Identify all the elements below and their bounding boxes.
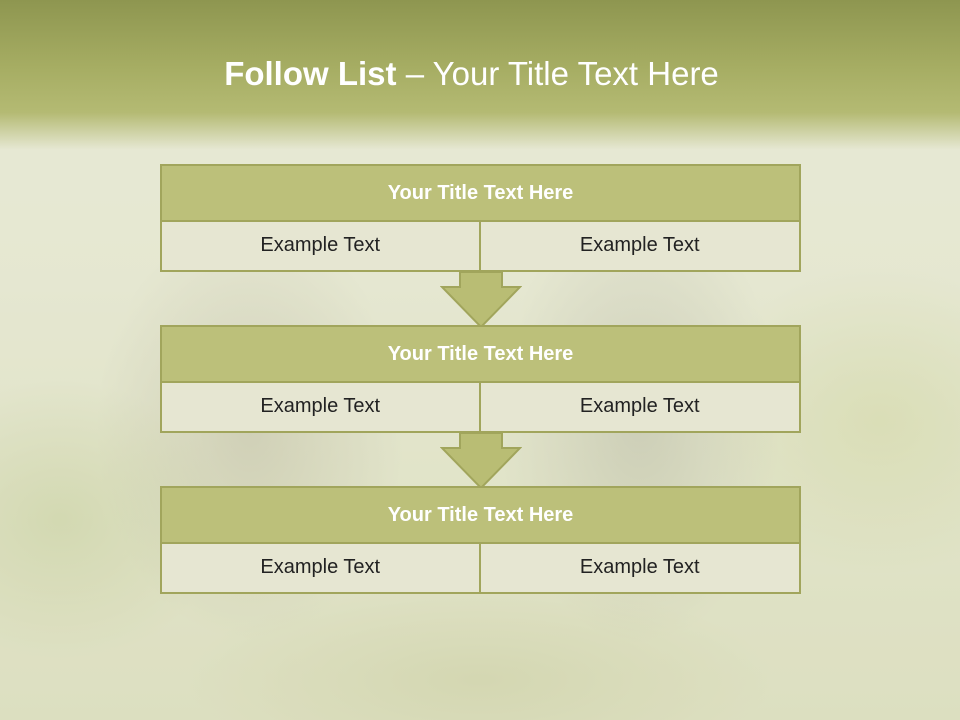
block-cell-right: Example Text <box>480 383 801 433</box>
block-cell-left: Example Text <box>160 222 481 272</box>
arrow-down-icon <box>440 432 522 490</box>
block-cell-left: Example Text <box>160 383 481 433</box>
list-block-2: Your Title Text Here Example Text Exampl… <box>160 325 801 433</box>
block-cell-right: Example Text <box>480 544 801 594</box>
list-block-1: Your Title Text Here Example Text Exampl… <box>160 164 801 272</box>
block-header: Your Title Text Here <box>160 486 801 544</box>
block-cell-left: Example Text <box>160 544 481 594</box>
slide-title-rest: – Your Title Text Here <box>396 55 719 92</box>
slide-title-bold: Follow List <box>224 55 397 92</box>
block-row: Example Text Example Text <box>160 222 801 272</box>
list-block-3: Your Title Text Here Example Text Exampl… <box>160 486 801 594</box>
slide-title: Follow List – Your Title Text Here <box>0 54 943 94</box>
block-header: Your Title Text Here <box>160 164 801 222</box>
block-row: Example Text Example Text <box>160 383 801 433</box>
block-row: Example Text Example Text <box>160 544 801 594</box>
arrow-down-icon <box>440 271 522 329</box>
title-band <box>0 0 960 150</box>
block-cell-right: Example Text <box>480 222 801 272</box>
block-header: Your Title Text Here <box>160 325 801 383</box>
